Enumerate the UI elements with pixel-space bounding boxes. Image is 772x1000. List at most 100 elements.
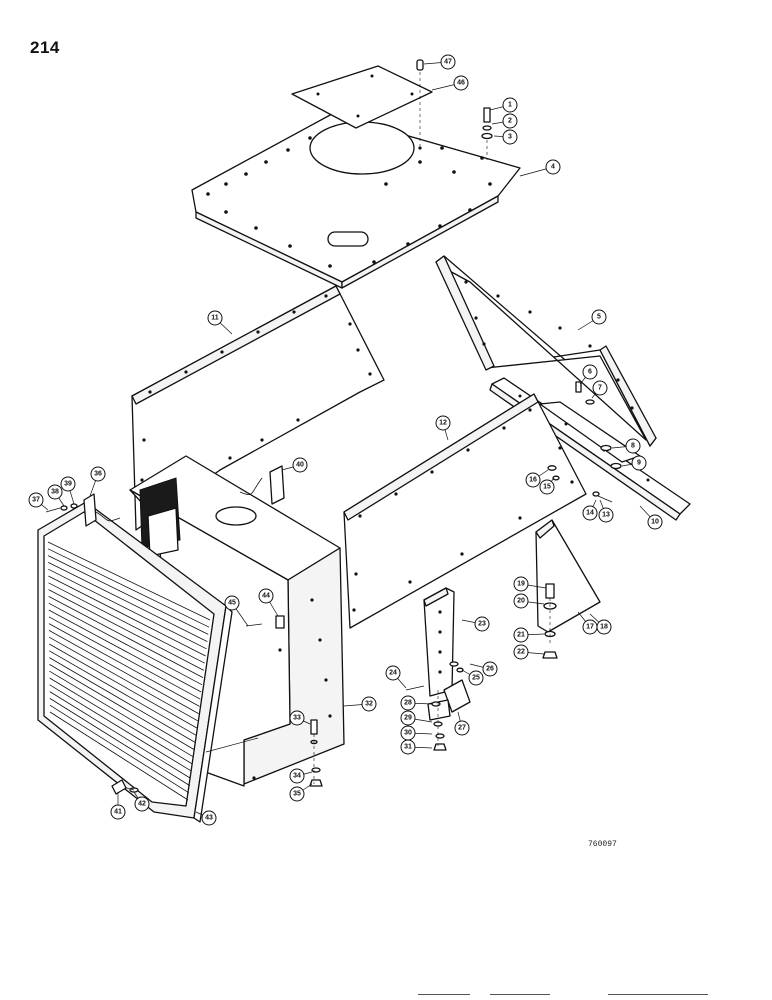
callout-number: 14 bbox=[586, 510, 594, 517]
callout-44: 44 bbox=[258, 588, 279, 617]
grille-louver bbox=[47, 548, 210, 628]
callout-bubble bbox=[435, 415, 451, 431]
right-bracket bbox=[535, 519, 601, 659]
callout-number: 44 bbox=[262, 593, 270, 600]
grille-louver bbox=[49, 650, 197, 736]
callout-number: 24 bbox=[389, 670, 397, 677]
grille-louver bbox=[48, 609, 202, 693]
callout-34: 34 bbox=[289, 768, 313, 784]
grille-louver bbox=[48, 636, 198, 722]
callout-bubble bbox=[289, 710, 305, 726]
callout-number: 11 bbox=[211, 315, 219, 322]
right-upper-panel bbox=[435, 255, 657, 447]
grille-louver bbox=[49, 691, 191, 779]
center-bracket bbox=[405, 587, 471, 751]
callout-bubble bbox=[502, 113, 518, 129]
callout-24: 24 bbox=[385, 665, 407, 689]
callout-number: 35 bbox=[293, 791, 301, 798]
callout-35: 35 bbox=[289, 783, 313, 802]
callout-bubble bbox=[513, 576, 529, 592]
access-plate bbox=[291, 59, 433, 150]
callout-number: 41 bbox=[114, 809, 122, 816]
callout-number: 30 bbox=[404, 730, 412, 737]
callout-19: 19 bbox=[513, 576, 547, 592]
callout-number: 34 bbox=[293, 773, 301, 780]
grille-louver bbox=[48, 575, 206, 657]
callout-15: 15 bbox=[539, 477, 555, 495]
grille-louver bbox=[48, 562, 208, 642]
callout-18: 18 bbox=[589, 613, 612, 635]
callout-number: 4 bbox=[551, 164, 555, 171]
callout-11: 11 bbox=[207, 310, 233, 335]
grille-louver bbox=[49, 711, 189, 801]
callout-37: 37 bbox=[28, 492, 49, 511]
callout-39: 39 bbox=[60, 476, 76, 505]
callout-5: 5 bbox=[577, 309, 607, 331]
callout-bubble bbox=[631, 455, 647, 471]
callout-number: 27 bbox=[458, 725, 466, 732]
callout-bubble bbox=[201, 810, 217, 826]
callout-40: 40 bbox=[281, 457, 308, 473]
callout-bubble bbox=[513, 627, 529, 643]
callout-bubble bbox=[647, 514, 663, 530]
callout-number: 25 bbox=[472, 675, 480, 682]
callout-bubble bbox=[625, 438, 641, 454]
grille-louver bbox=[49, 698, 190, 786]
callout-number: 16 bbox=[529, 477, 537, 484]
callout-number: 46 bbox=[457, 80, 465, 87]
callout-14: 14 bbox=[582, 499, 598, 521]
callout-4: 4 bbox=[519, 159, 561, 177]
grille-louver bbox=[47, 555, 209, 635]
callout-bubble bbox=[502, 97, 518, 113]
callout-31: 31 bbox=[400, 739, 433, 755]
callout-number: 47 bbox=[444, 59, 452, 66]
center-side-panel bbox=[343, 393, 613, 629]
callout-number: 2 bbox=[508, 118, 512, 125]
callout-bubble bbox=[400, 739, 416, 755]
callout-bubble bbox=[289, 768, 305, 784]
callout-29: 29 bbox=[400, 710, 433, 726]
grille-louver bbox=[48, 582, 205, 664]
footer-rule bbox=[490, 994, 550, 995]
callout-33: 33 bbox=[289, 710, 311, 726]
callout-number: 42 bbox=[138, 801, 146, 808]
callout-bubble bbox=[591, 309, 607, 325]
grille-louver bbox=[49, 677, 193, 765]
bolt-washer-stack-top bbox=[481, 107, 493, 160]
callout-number: 29 bbox=[404, 715, 412, 722]
callout-bubble bbox=[454, 720, 470, 736]
callout-41: 41 bbox=[110, 792, 126, 820]
callout-bubble bbox=[596, 619, 612, 635]
callout-3: 3 bbox=[493, 129, 518, 145]
callout-bubble bbox=[440, 54, 456, 70]
callout-bubble bbox=[289, 786, 305, 802]
callout-number: 21 bbox=[517, 632, 525, 639]
grille-louver bbox=[48, 589, 205, 671]
callout-16: 16 bbox=[525, 469, 549, 488]
radiator-grille bbox=[37, 501, 233, 823]
callout-bubble bbox=[582, 364, 598, 380]
callout-20: 20 bbox=[513, 593, 545, 609]
grille-louver bbox=[49, 664, 195, 750]
callout-25: 25 bbox=[461, 669, 484, 686]
callout-7: 7 bbox=[591, 380, 608, 399]
callout-number: 38 bbox=[51, 489, 59, 496]
callout-bubble bbox=[545, 159, 561, 175]
callout-number: 45 bbox=[228, 600, 236, 607]
callout-bubble bbox=[292, 457, 308, 473]
callout-bubble bbox=[400, 710, 416, 726]
grille-louver bbox=[49, 684, 192, 772]
callout-bubble bbox=[258, 588, 274, 604]
hinge-assembly bbox=[45, 493, 121, 527]
callout-28: 28 bbox=[400, 695, 433, 711]
callout-number: 43 bbox=[205, 815, 213, 822]
callout-number: 18 bbox=[600, 624, 608, 631]
callout-number: 28 bbox=[404, 700, 412, 707]
callout-bubble bbox=[110, 804, 126, 820]
callout-bubble bbox=[400, 695, 416, 711]
callout-number: 22 bbox=[517, 649, 525, 656]
callout-number: 33 bbox=[293, 715, 301, 722]
grille-louver bbox=[48, 623, 200, 707]
callout-bubble bbox=[592, 380, 608, 396]
